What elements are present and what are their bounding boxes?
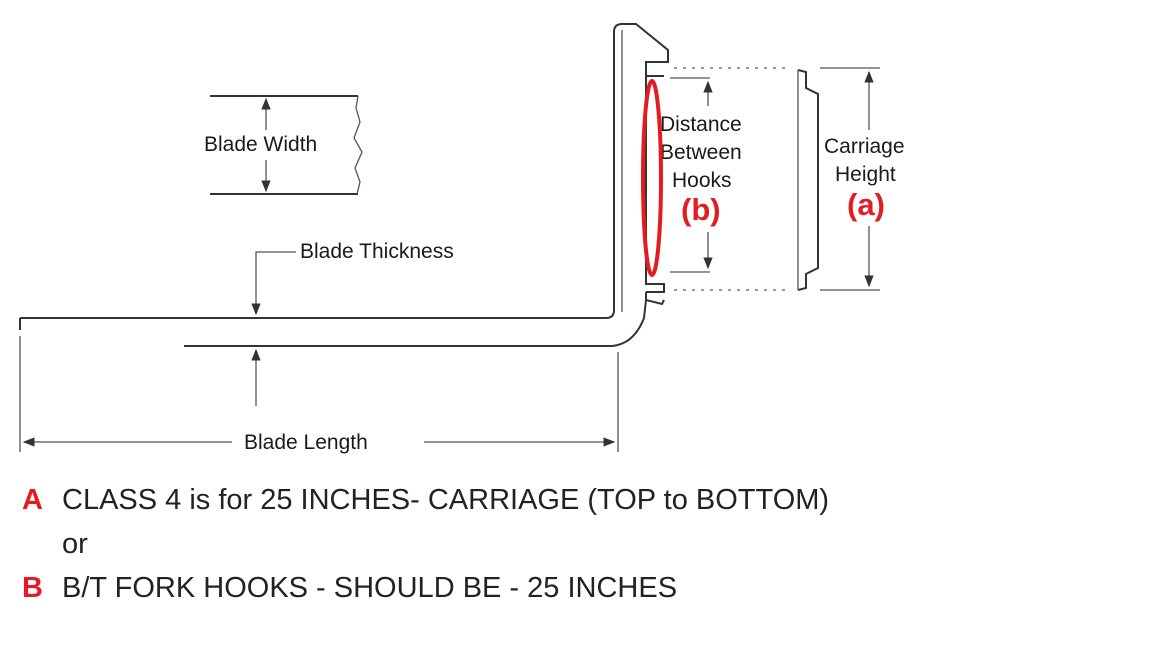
carriage-label-line1: Carriage — [824, 135, 905, 158]
note-or-text: or — [62, 528, 88, 560]
fork-body — [19, 23, 669, 347]
marker-a: (a) — [847, 187, 885, 222]
note-or: or — [22, 522, 1022, 566]
blade-length-label: Blade Length — [244, 431, 368, 454]
carriage-label-line2: Height — [835, 163, 896, 186]
distance-label-line1: Distance — [660, 113, 742, 136]
note-a-text: CLASS 4 is for 25 INCHES- CARRIAGE (TOP … — [62, 484, 830, 516]
note-b-letter: B — [22, 572, 43, 604]
note-a-letter: A — [22, 484, 43, 516]
carriage-bar — [797, 69, 819, 291]
note-b: B B/T FORK HOOKS - SHOULD BE - 25 INCHES — [22, 566, 1022, 610]
blade-width-section: Blade Width — [204, 95, 363, 195]
hook-highlight-ellipse — [641, 79, 663, 277]
blade-length-dim: Blade Length — [19, 336, 619, 454]
carriage-height-dim: Carriage Height (a) — [820, 67, 905, 291]
blade-width-label: Blade Width — [204, 133, 317, 156]
blade-thickness-dim: Blade Thickness — [251, 240, 454, 406]
note-b-text: B/T FORK HOOKS - SHOULD BE - 25 INCHES — [62, 572, 678, 604]
distance-label-line2: Between — [660, 141, 742, 164]
distance-label-line3: Hooks — [672, 169, 732, 192]
note-a: A CLASS 4 is for 25 INCHES- CARRIAGE (TOP… — [22, 478, 1022, 522]
notes: A CLASS 4 is for 25 INCHES- CARRIAGE (TOP… — [22, 478, 1022, 610]
distance-between-hooks-dim: Distance Between Hooks (b) — [660, 77, 742, 273]
blade-thickness-label: Blade Thickness — [300, 240, 454, 263]
marker-b: (b) — [681, 192, 721, 227]
